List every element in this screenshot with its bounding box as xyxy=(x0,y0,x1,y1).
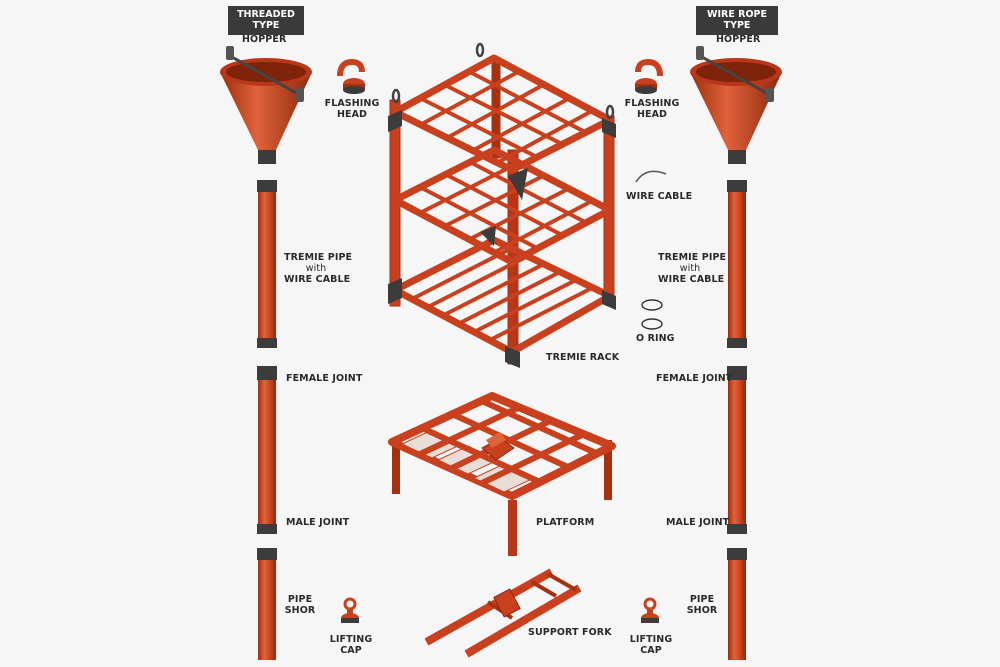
joint-pipe-left xyxy=(257,366,277,534)
label-line: TREMIE PIPE xyxy=(284,252,353,263)
tremie-pipe-left xyxy=(257,180,277,348)
label-line: HEAD xyxy=(336,109,368,120)
tremie-pipe-label-left: TREMIE PIPE with WIRE CABLE xyxy=(284,252,353,285)
tremie-rack-label: TREMIE RACK xyxy=(546,352,620,363)
label-line: with xyxy=(679,263,701,274)
wire-cable-label: WIRE CABLE xyxy=(626,191,693,202)
hopper-label-right: HOPPER xyxy=(716,34,761,45)
flashing-head-label-right: FLASHING HEAD xyxy=(622,98,682,120)
lifting-cap-label-right: LIFTING CAP xyxy=(626,634,676,656)
platform xyxy=(388,392,616,556)
label-line: WIRE CABLE xyxy=(284,274,351,285)
threaded-type-badge: THREADED TYPE xyxy=(228,6,304,35)
support-fork-label: SUPPORT FORK xyxy=(528,627,612,638)
label-line: FLASHING xyxy=(624,98,680,109)
wire-cable xyxy=(635,170,667,183)
lifting-cap-right xyxy=(641,597,659,623)
pipe-shor-left xyxy=(257,548,277,660)
o-rings xyxy=(641,299,663,330)
label-line: HEAD xyxy=(636,109,668,120)
label-line: FLASHING xyxy=(324,98,380,109)
label-line: LIFTING xyxy=(329,634,373,645)
badge-line: WIRE ROPE xyxy=(707,9,767,20)
label-line: SHOR xyxy=(686,605,718,616)
lifting-cap-left xyxy=(341,597,359,623)
tremie-pipe-right xyxy=(727,180,747,348)
hopper-left xyxy=(220,46,312,164)
label-line: LIFTING xyxy=(629,634,673,645)
label-line: CAP xyxy=(340,645,362,656)
o-ring-label: O RING xyxy=(636,333,675,344)
tremie-pipe-label-right: TREMIE PIPE with WIRE CABLE xyxy=(658,252,727,285)
pipe-shor-label-left: PIPE SHOR xyxy=(282,594,318,616)
hopper-label-left: HOPPER xyxy=(242,34,287,45)
flashing-head-left xyxy=(337,58,365,94)
wire-rope-type-badge: WIRE ROPE TYPE xyxy=(696,6,778,35)
label-line: SHOR xyxy=(284,605,316,616)
badge-line: TYPE xyxy=(723,20,751,31)
hopper-right xyxy=(690,46,782,164)
pipe-shor-right xyxy=(727,548,747,660)
female-joint-label-left: FEMALE JOINT xyxy=(286,373,363,384)
flashing-head-label-left: FLASHING HEAD xyxy=(322,98,382,120)
joint-pipe-right xyxy=(727,366,747,534)
label-line: TREMIE PIPE xyxy=(658,252,727,263)
male-joint-label-left: MALE JOINT xyxy=(286,517,350,528)
lifting-cap-label-left: LIFTING CAP xyxy=(326,634,376,656)
support-fork xyxy=(424,568,582,658)
label-line: PIPE xyxy=(689,594,715,605)
label-line: CAP xyxy=(640,645,662,656)
flashing-head-right xyxy=(635,58,663,94)
badge-line: THREADED xyxy=(237,9,295,20)
label-line: PIPE xyxy=(287,594,313,605)
female-joint-label-right: FEMALE JOINT xyxy=(656,373,733,384)
male-joint-label-right: MALE JOINT xyxy=(666,517,730,528)
label-line: WIRE CABLE xyxy=(658,274,725,285)
platform-label: PLATFORM xyxy=(536,517,595,528)
tremie-rack xyxy=(388,42,616,368)
badge-line: TYPE xyxy=(252,20,280,31)
pipe-shor-label-right: PIPE SHOR xyxy=(684,594,720,616)
label-line: with xyxy=(305,263,327,274)
